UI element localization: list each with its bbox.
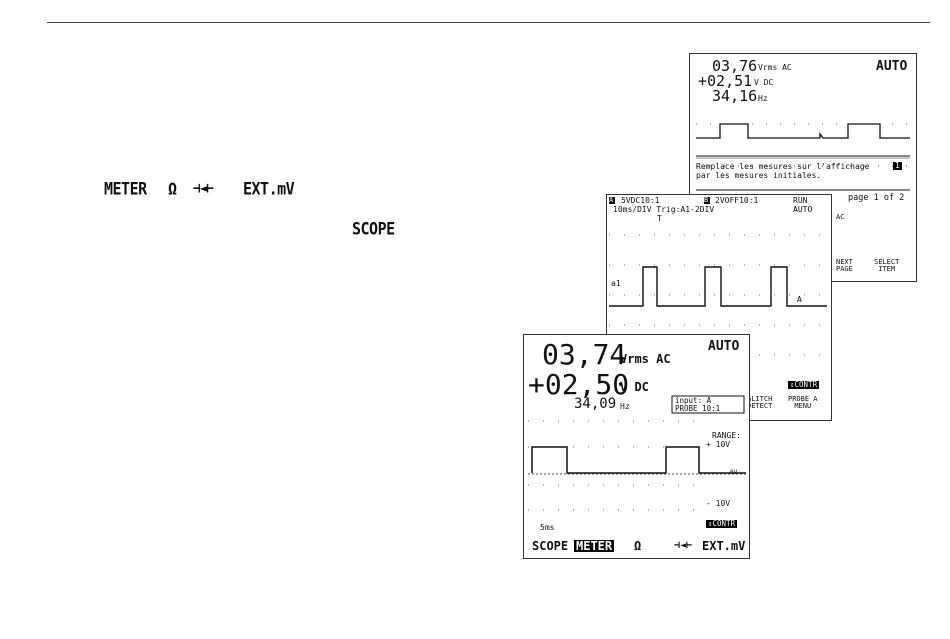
middle-ground-marker: A: [797, 295, 802, 304]
ohm-key-label: Ω: [168, 178, 177, 200]
middle-ch-b-label: B: [704, 196, 709, 204]
middle-softkey-probe-line-2: MENU: [794, 402, 812, 410]
middle-softkey-probe-line-1: PROBE A: [788, 395, 818, 403]
screen-front-graphics: [528, 395, 746, 511]
back-help-line-2: par les mesures initiales.: [696, 171, 822, 180]
back-unit-3: Hz: [758, 94, 768, 103]
top-rule: [47, 22, 930, 23]
back-reading-2: +02,51: [698, 72, 753, 90]
middle-ch-b-setting: 2VOFF10:1: [715, 196, 759, 205]
back-reading-1: 03,76: [712, 57, 758, 75]
front-unit-1: Vrms AC: [620, 352, 671, 366]
back-softkey-next[interactable]: NEXT PAGE: [836, 259, 853, 273]
middle-auto-label: AUTO: [793, 205, 813, 214]
middle-ch-a-setting: 5VDC10:1: [621, 196, 660, 205]
extmv-key-label: EXT.mV: [243, 178, 295, 200]
back-help-icon: 1: [893, 161, 902, 170]
front-unit-2: V DC: [620, 380, 649, 394]
back-unit-2: V DC: [754, 78, 774, 87]
front-range-top: + 10V: [706, 440, 731, 449]
back-page-indicator: page 1 of 2: [848, 193, 905, 203]
back-softkey-select-line-2: ITEM: [878, 265, 896, 273]
front-tab-meter[interactable]: METER: [574, 539, 615, 553]
middle-run-label: RUN: [793, 196, 808, 205]
front-tab-extmv[interactable]: EXT.mV: [702, 539, 746, 553]
back-help-line-1: Remplace les mesures sur l'affichage: [696, 162, 870, 171]
front-mode-label: AUTO: [708, 339, 740, 354]
back-reading-3: 34,16: [712, 87, 758, 105]
front-range-bottom: - 10V: [706, 499, 731, 508]
front-range-zero: 0V: [730, 469, 738, 476]
back-side-text: AC: [836, 213, 845, 221]
front-timebase: 5ms: [540, 523, 555, 532]
front-contrast-button[interactable]: ⇕CONTR: [706, 519, 738, 528]
front-waveform: [531, 446, 746, 474]
front-range-label: RANGE:: [712, 431, 741, 440]
back-mode-label: AUTO: [876, 59, 908, 74]
back-softkey-select[interactable]: SELECT ITEM: [874, 259, 899, 273]
front-input-line-1: input: A: [675, 396, 712, 405]
front-tab-scope[interactable]: SCOPE: [532, 539, 569, 553]
back-unit-1: Vrms AC: [758, 63, 792, 72]
middle-softkey-glitch-line-2: DETECT: [747, 402, 773, 410]
front-unit-3: Hz: [620, 402, 630, 411]
front-tab-ohm[interactable]: Ω: [634, 539, 642, 553]
middle-softkey-glitch[interactable]: GLITCH DETECT: [747, 396, 772, 410]
front-reading-1: 03,74: [542, 338, 627, 371]
back-softkey-select-line-1: SELECT: [874, 258, 900, 266]
middle-softkey-glitch-line-1: GLITCH: [747, 395, 773, 403]
middle-ch-a-label: A: [609, 196, 614, 204]
middle-contrast-button[interactable]: ⇕CONTR: [788, 380, 820, 389]
screen-middle-graphics: [609, 197, 829, 356]
back-waveform: [696, 123, 910, 139]
front-reading-2: +02,50: [528, 368, 630, 401]
middle-timebase: 10ms/DIV Trig:A1-2DIV: [613, 205, 715, 214]
front-input-line-2: PROBE 10:1: [675, 404, 721, 413]
front-reading-3: 34,09: [574, 396, 617, 412]
scope-key-label: SCOPE: [352, 218, 395, 240]
screen-back-graphics: [696, 123, 912, 191]
back-softkey-next-line-1: NEXT: [836, 258, 853, 266]
middle-waveform: [609, 266, 827, 307]
meter-key-label: METER: [104, 178, 147, 200]
middle-trigger-marker: T: [657, 214, 662, 223]
back-softkey-next-line-2: PAGE: [836, 265, 853, 273]
screen-front-meter: 03,74 Vrms AC AUTO +02,50 V DC 34,09 Hz …: [523, 334, 750, 559]
front-tab-diode[interactable]: ⊣◄⊢: [674, 540, 693, 551]
diode-key-label: ⊣◄⊢: [193, 179, 214, 197]
middle-softkey-probe[interactable]: PROBE A MENU: [788, 396, 818, 410]
middle-channel-marker: a1: [611, 279, 621, 288]
